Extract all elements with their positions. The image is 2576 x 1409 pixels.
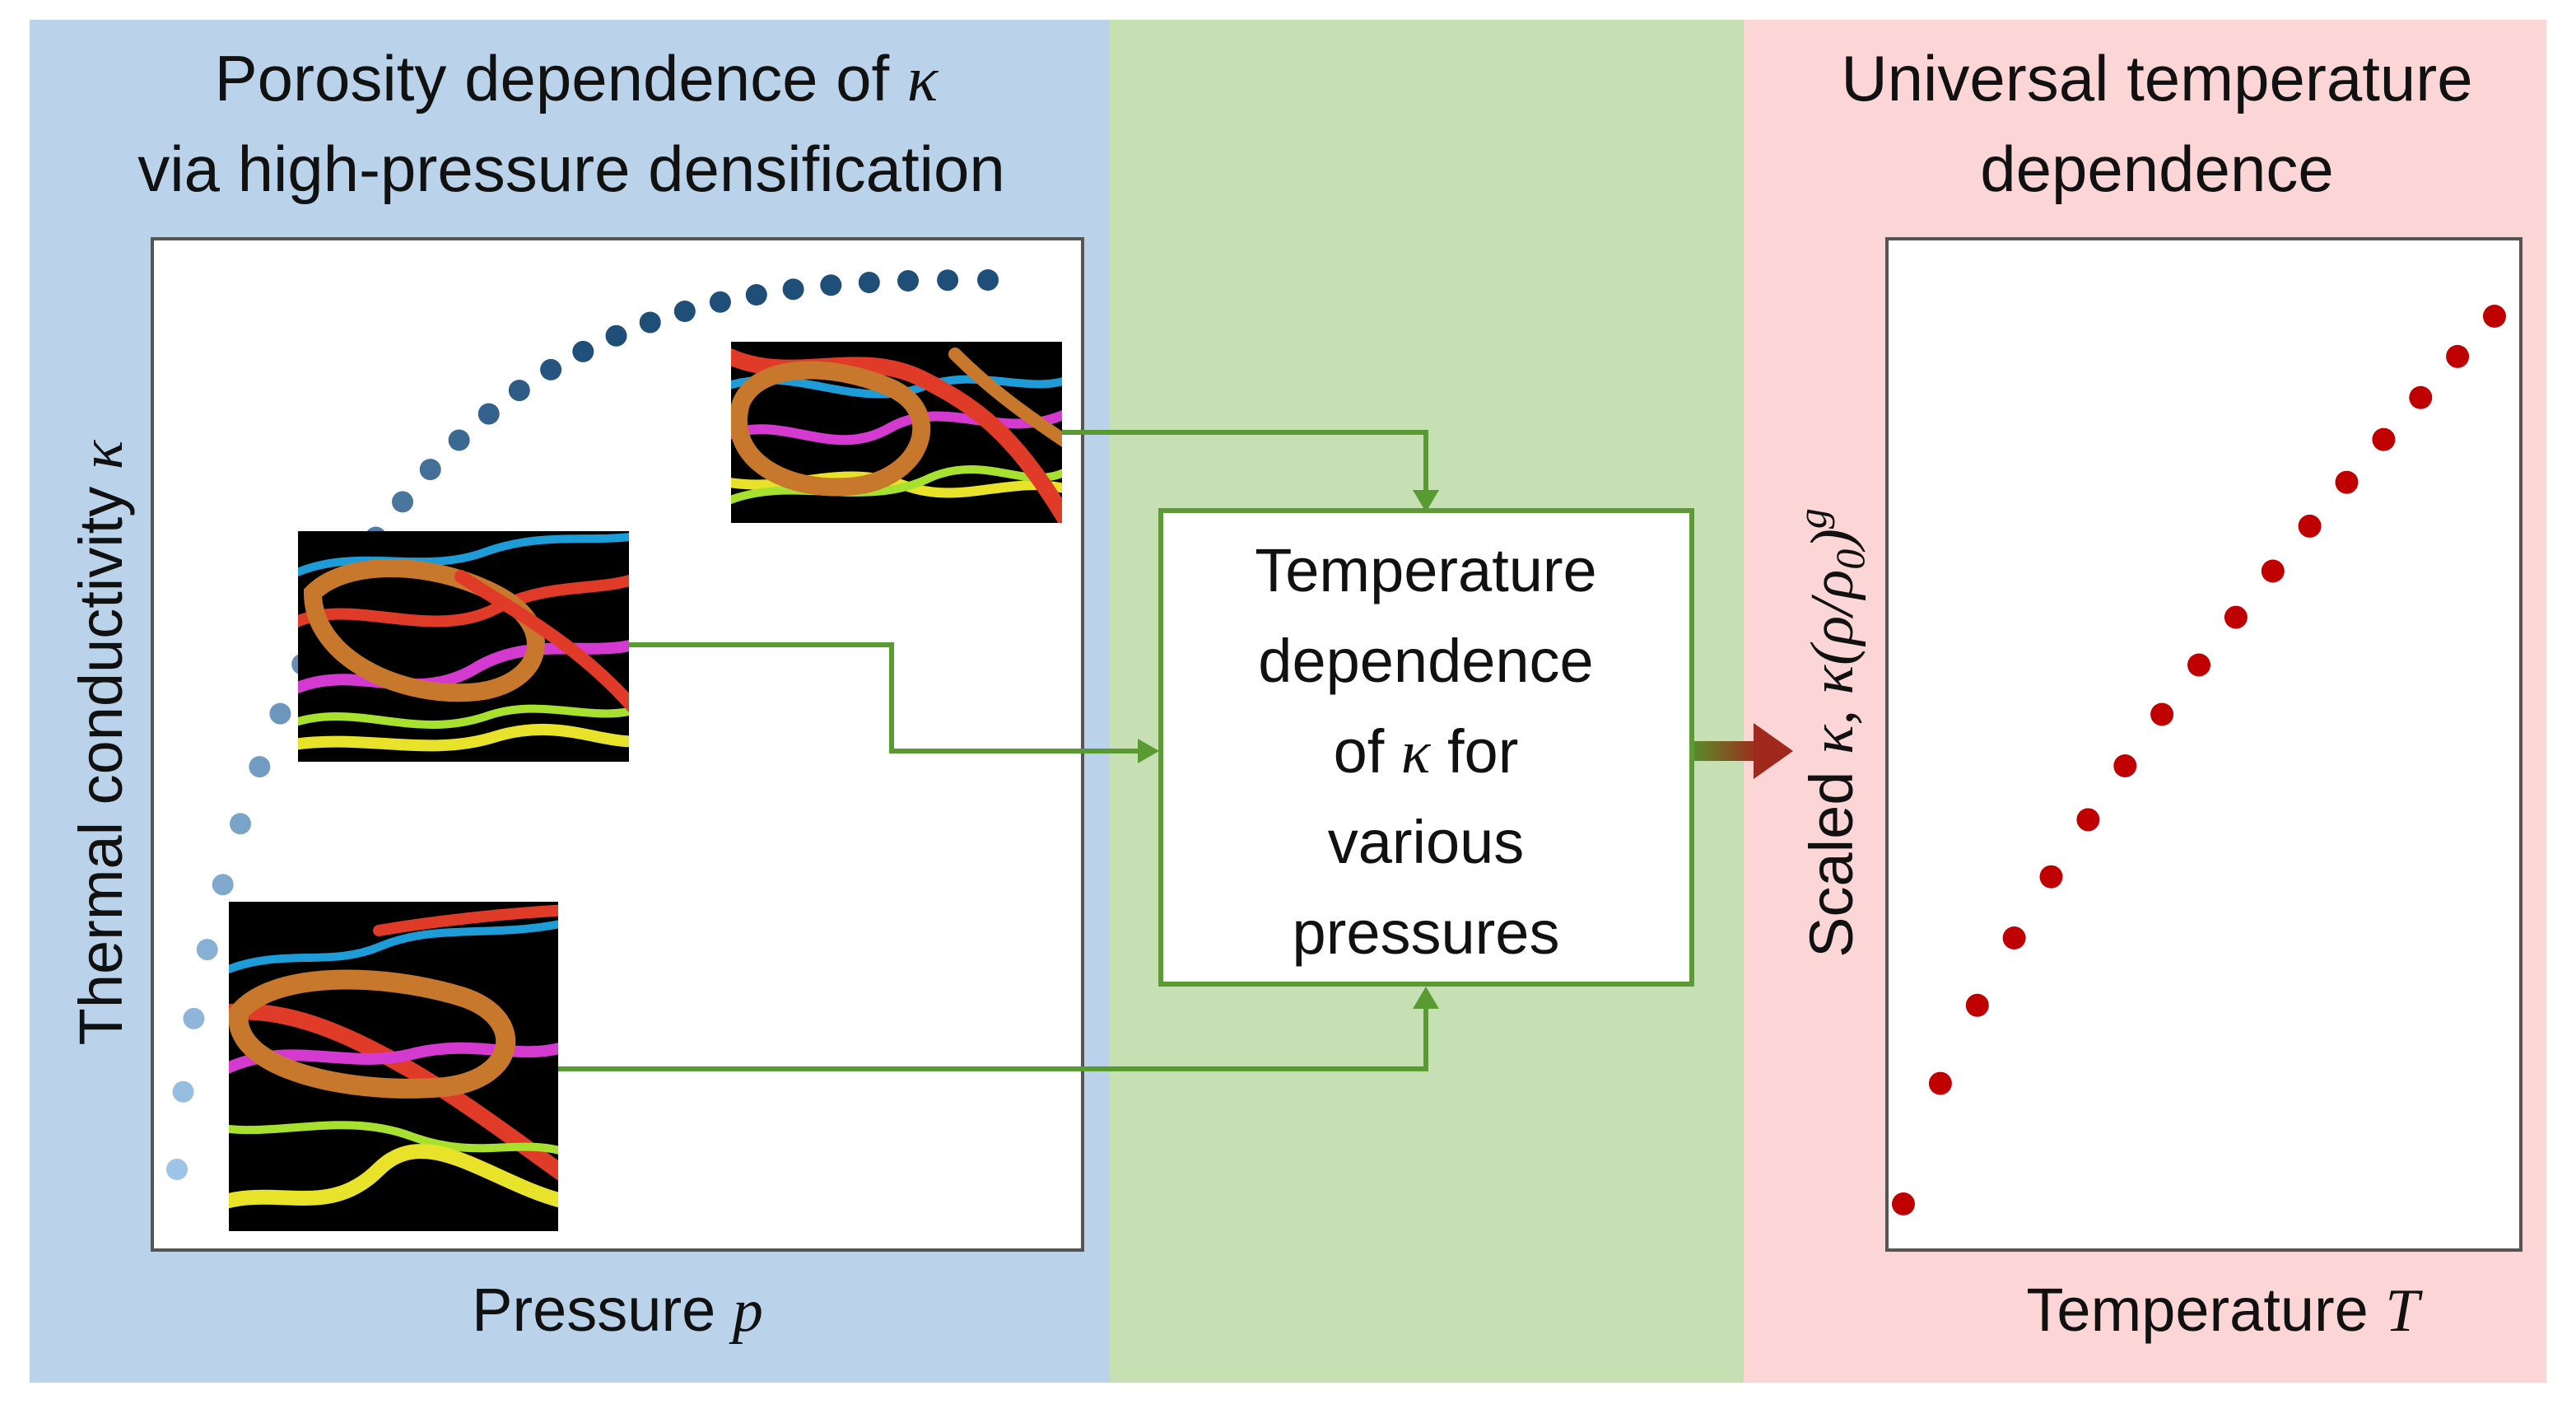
- universal-curve-dot: [1965, 993, 1989, 1017]
- left-x-axis-label: Pressure p: [472, 1276, 763, 1345]
- porosity-curve-dot: [709, 291, 731, 313]
- porosity-curve-dot: [540, 358, 562, 380]
- fiber-network-image-low-pressure: [229, 902, 558, 1231]
- porosity-curve-dot: [572, 340, 594, 362]
- output-arrow: [1694, 723, 1793, 779]
- universal-curve-dot: [2187, 653, 2210, 677]
- porosity-curve-dot: [605, 324, 627, 347]
- porosity-curve-dot: [196, 939, 218, 961]
- porosity-curve-dot: [897, 270, 919, 292]
- universal-curve-dot: [2446, 344, 2470, 368]
- universal-curve-dot: [2002, 926, 2026, 949]
- right-y-axis-label: Scaled κ, κ(ρ/ρ0)g: [1789, 508, 1873, 958]
- porosity-curve-dot: [392, 491, 413, 513]
- universal-curve-dot: [1928, 1071, 1952, 1095]
- universal-curve-dots: [1892, 305, 2506, 1215]
- center-box-line2: dependence: [1258, 627, 1593, 695]
- porosity-curve-dot: [820, 274, 842, 296]
- porosity-curve-dot: [977, 269, 999, 291]
- connector-arrow-middle: [629, 642, 1144, 753]
- universal-curve-dot: [2224, 605, 2248, 629]
- fiber-network-image-high-pressure: [731, 342, 1062, 523]
- connector-arrow-top: [1062, 430, 1428, 498]
- universal-curve-dot: [2039, 865, 2063, 889]
- right-panel-title-line2: dependence: [1980, 133, 2333, 205]
- porosity-curve-dot: [172, 1080, 194, 1103]
- porosity-curve-dot: [937, 269, 959, 292]
- porosity-curve-dot: [212, 874, 234, 896]
- center-box-line5: pressures: [1293, 898, 1560, 967]
- porosity-curve-dot: [673, 301, 696, 322]
- universal-curve-dot: [2076, 808, 2100, 832]
- left-y-axis-label: Thermal conductivity κ: [67, 439, 136, 1045]
- connector-arrows: [558, 430, 1428, 1071]
- universal-curve-dot: [1892, 1192, 1915, 1215]
- center-box-line4: various: [1328, 808, 1525, 876]
- porosity-curve-dot: [448, 429, 470, 451]
- universal-curve-dot: [2483, 305, 2506, 328]
- center-box-line3: of κ for: [1334, 717, 1519, 786]
- left-panel-title-line1: Porosity dependence of κ: [215, 42, 939, 114]
- porosity-curve-dot: [249, 756, 271, 778]
- porosity-curve-dot: [782, 278, 804, 301]
- left-panel-title-line2: via high-pressure densification: [137, 133, 1005, 205]
- porosity-curve-dot: [230, 813, 251, 835]
- porosity-curve-dot: [419, 459, 441, 481]
- temperature-dependence-box: [1158, 508, 1694, 987]
- porosity-curve-dot: [183, 1007, 205, 1029]
- connector-arrowheads: [1138, 490, 1439, 1009]
- right-panel-title-line1: Universal temperature: [1841, 42, 2472, 114]
- porosity-curve-dot: [477, 403, 500, 425]
- universal-curve-dot: [2409, 385, 2433, 409]
- universal-curve-dot: [2261, 559, 2285, 583]
- right-x-axis-label: Temperature T: [2026, 1276, 2423, 1345]
- porosity-curve-dot: [166, 1159, 188, 1180]
- porosity-curve-dot: [269, 702, 291, 725]
- center-box-line1: Temperature: [1255, 536, 1596, 604]
- fiber-network-image-medium-pressure: [298, 531, 629, 762]
- porosity-curve-dots: [166, 269, 999, 1180]
- porosity-curve-dot: [639, 311, 661, 334]
- porosity-curve-dot: [508, 380, 530, 402]
- universal-curve-dot: [2113, 754, 2137, 777]
- universal-curve-dot: [2372, 427, 2396, 451]
- connector-arrow-bottom: [558, 1001, 1428, 1071]
- porosity-curve-dot: [858, 272, 880, 293]
- universal-curve-dot: [2298, 514, 2322, 538]
- universal-curve-dot: [2335, 470, 2359, 494]
- universal-curve-dot: [2150, 702, 2174, 726]
- porosity-curve-dot: [745, 284, 767, 306]
